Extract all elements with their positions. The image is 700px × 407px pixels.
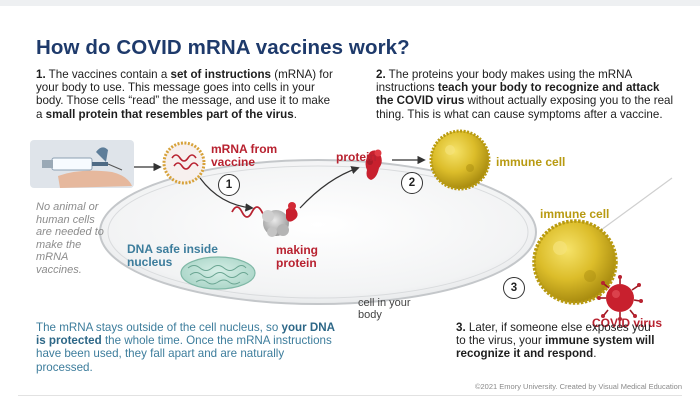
side-note: No animal or human cells are needed to m… bbox=[36, 201, 104, 276]
step3-bold1: immune system will recognize it and resp… bbox=[456, 334, 655, 361]
step-marker-3: 3 bbox=[503, 277, 525, 299]
step2-text: 2. The proteins your body makes using th… bbox=[376, 68, 676, 121]
step2-text-part1: The proteins your body makes using the m… bbox=[376, 68, 632, 95]
page-title: How do COVID mRNA vaccines work? bbox=[36, 36, 410, 59]
syringe-icon bbox=[30, 140, 134, 188]
immune-cell-top-label: immune cell bbox=[496, 155, 566, 169]
immune-cell-bottom-label: immune cell bbox=[540, 207, 610, 221]
step2-number: 2. bbox=[376, 68, 386, 81]
step1-number: 1. bbox=[36, 68, 46, 81]
arrow-particle-to-ribosome bbox=[199, 177, 254, 212]
step-marker-1: 1 bbox=[218, 174, 240, 196]
mrna-from-vaccine-label: mRNA from vaccine bbox=[211, 142, 278, 169]
bottom-rule bbox=[18, 395, 682, 396]
step2-text-part2: without actually exposing you to the rea… bbox=[376, 94, 674, 121]
step1-bold1: set of instructions bbox=[170, 68, 272, 81]
credit-text: ©2021 Emory University. Created by Visua… bbox=[474, 382, 682, 391]
step1-text-part2: (mRNA) for your body to use. This messag… bbox=[36, 68, 333, 121]
protein-icon bbox=[365, 149, 382, 180]
step1-bold2: small protein that resembles part of the… bbox=[45, 107, 294, 121]
nucleus-note-bold: your DNA is protected bbox=[36, 321, 335, 348]
arrow-ribosome-to-protein bbox=[299, 166, 360, 209]
step1-text-part3: . bbox=[293, 107, 297, 121]
immune-cell-icon bbox=[429, 129, 491, 191]
making-protein-label: making protein bbox=[276, 243, 319, 270]
step3-number: 3. bbox=[456, 321, 466, 334]
nucleus-note-part2: the whole time. Once the mRNA instructio… bbox=[36, 334, 332, 374]
immune-cell-large-icon bbox=[532, 219, 618, 305]
nucleus-icon bbox=[180, 256, 256, 290]
nucleus-note-part1: The mRNA stays outside of the cell nucle… bbox=[36, 321, 282, 334]
virus-icon bbox=[597, 275, 643, 321]
covid-virus-label: COVID virus bbox=[592, 316, 663, 330]
step1-text: 1. The vaccines contain a set of instruc… bbox=[36, 68, 336, 121]
lipid-nanoparticle-icon bbox=[162, 141, 206, 185]
step2-bold1: teach your body to recognize and attack … bbox=[376, 81, 660, 108]
nucleus-note: The mRNA stays outside of the cell nucle… bbox=[36, 321, 341, 374]
step3-text: 3. Later, if someone else exposes you to… bbox=[456, 321, 656, 361]
step3-text-part1: Later, if someone else exposes you to th… bbox=[456, 321, 651, 348]
step-marker-2: 2 bbox=[401, 172, 423, 194]
cell-in-body-label: cell in your body bbox=[358, 297, 411, 321]
step3-text-part2: . bbox=[593, 347, 597, 361]
dna-safe-label: DNA safe inside nucleus bbox=[127, 242, 218, 269]
top-rule bbox=[0, 0, 700, 6]
ribosome-icon bbox=[262, 202, 298, 237]
protein-label: protein bbox=[336, 150, 377, 164]
step1-text-part1: The vaccines contain a bbox=[45, 68, 171, 81]
